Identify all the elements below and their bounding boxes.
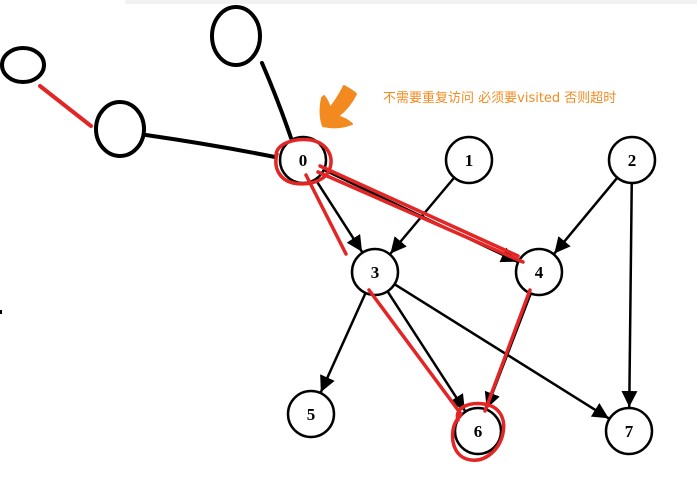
node-label: 6 <box>474 422 483 441</box>
highlight-line-3-6 <box>367 288 463 416</box>
highlight-line-4-6 <box>483 288 532 413</box>
sketch-circle-top <box>210 5 262 67</box>
highlight-line-0-4-lower <box>316 170 525 264</box>
node-5: 5 <box>286 389 336 439</box>
node-circle <box>453 406 503 456</box>
node-0: 0 <box>278 135 328 185</box>
node-2: 2 <box>607 135 657 185</box>
node-circle <box>604 406 654 456</box>
node-circle <box>444 135 494 185</box>
node-label: 1 <box>465 151 474 170</box>
sketch-circle-far-left <box>0 46 46 84</box>
top-strip <box>125 0 697 4</box>
edge-3-7 <box>393 283 610 420</box>
edge-2-4 <box>553 176 619 255</box>
node-label: 7 <box>625 422 634 441</box>
left-edge-mark <box>0 310 2 314</box>
edge-3-5 <box>319 292 367 393</box>
highlight-line-0-3 <box>304 173 348 256</box>
node-label: 4 <box>535 263 544 282</box>
node-4: 4 <box>514 247 564 297</box>
node-label: 3 <box>371 263 380 282</box>
annotation-group: 不需要重复访问 必须要visited 否则超时 <box>319 85 616 129</box>
node-circle <box>607 135 657 185</box>
node-circle <box>286 389 336 439</box>
highlight-circle-node-0 <box>274 137 333 186</box>
sketch-circle-left <box>94 100 146 158</box>
sketch-line-left <box>144 133 277 159</box>
edge-0-3 <box>314 178 364 253</box>
node-label: 0 <box>299 151 308 170</box>
edge-1-3 <box>389 176 456 255</box>
annotation-text: 不需要重复访问 必须要visited 否则超时 <box>383 90 616 106</box>
nodes-layer: 0 1 2 3 4 5 6 7 <box>278 135 657 456</box>
node-3: 3 <box>350 247 400 297</box>
node-label: 5 <box>307 405 316 424</box>
sketch-line-top <box>260 61 293 140</box>
edges-layer <box>314 168 638 420</box>
node-1: 1 <box>444 135 494 185</box>
sketch-line-red-dash <box>38 84 93 128</box>
node-circle <box>350 247 400 297</box>
highlight-line-0-4-upper <box>318 164 520 258</box>
highlight-circle-node-6 <box>450 401 506 462</box>
node-6: 6 <box>453 406 503 456</box>
sketch-extension <box>0 5 293 159</box>
edge-3-6 <box>386 290 467 412</box>
node-circle <box>514 247 564 297</box>
annotation-arrow-icon <box>319 85 357 129</box>
node-7: 7 <box>604 406 654 456</box>
highlight-overlay <box>274 137 532 462</box>
edge-2-7 <box>621 182 638 408</box>
node-label: 2 <box>628 151 637 170</box>
